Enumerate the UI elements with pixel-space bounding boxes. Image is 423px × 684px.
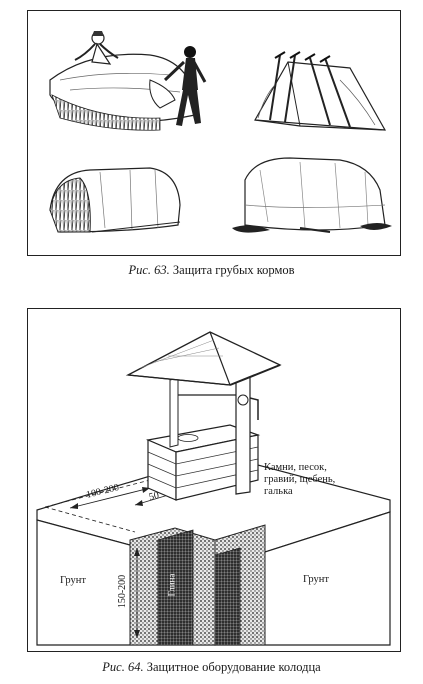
figure-63-caption: Рис. 63. Защита грубых кормов [0, 263, 423, 278]
fill-material-line-1: Камни, песок, [264, 462, 327, 473]
figure-63-number: Рис. 63. [128, 263, 170, 277]
ground-right-label: Грунт [303, 574, 329, 585]
dimension-depth-label: 150-200 [117, 574, 129, 609]
a-frame-shelter-illustration [254, 51, 387, 131]
figure-63-title: Защита грубых кормов [172, 263, 295, 277]
figure-64-title: Защитное оборудование колодца [146, 660, 321, 674]
tarp-covered-stack-illustration [232, 157, 392, 233]
tunnel-stack-illustration [49, 167, 181, 233]
ground-left-label: Грунт [60, 575, 86, 586]
fill-material-line-2: гравий, щебень, [264, 474, 336, 485]
haystack-covering-illustration [49, 31, 207, 131]
fill-material-line-3: галька [264, 486, 293, 497]
figure-64-caption: Рис. 64. Защитное оборудование колодца [0, 660, 423, 675]
fill-material-label: Камни, песок, гравий, щебень, галька [264, 462, 335, 498]
figure-64-number: Рис. 64. [102, 660, 144, 674]
figure-64-frame [27, 308, 401, 652]
clay-vertical-label: Глина [166, 573, 177, 597]
well-diagram [36, 331, 391, 646]
